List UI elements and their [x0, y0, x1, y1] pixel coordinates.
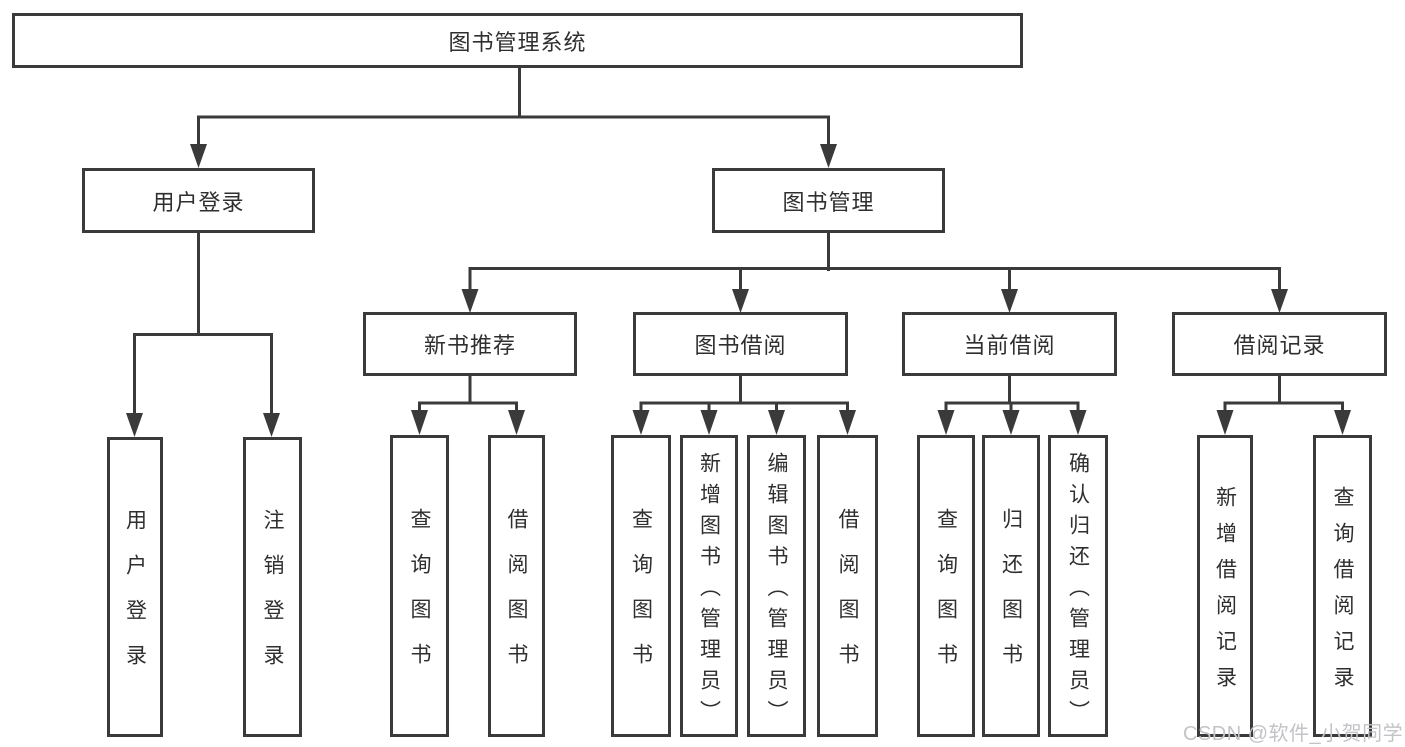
node-book-management: 图书管理 [712, 168, 945, 233]
arrow-down-icon [1002, 410, 1020, 435]
node-borrowing-records-label: 借阅记录 [1233, 333, 1326, 358]
leaf-user-login: 用户登录 [107, 437, 163, 737]
node-book-borrowing-label: 图书借阅 [694, 333, 787, 358]
arrow-down-icon [1069, 410, 1087, 435]
leaf-return-books-label: 归还图书 [999, 508, 1023, 688]
leaf-edit-books-admin: 编辑图书（管理员） [747, 435, 806, 737]
node-new-book-recommend: 新书推荐 [363, 312, 577, 376]
node-book-management-label: 图书管理 [782, 189, 875, 215]
leaf-confirm-return-admin-label: 确认归还（管理员） [1066, 451, 1090, 731]
leaf-query-books-1-label: 查询图书 [408, 508, 431, 688]
arrow-down-icon [820, 144, 837, 168]
node-current-borrowing-label: 当前借阅 [963, 333, 1056, 358]
arrow-down-icon [1334, 410, 1351, 435]
node-user-login-label: 用户登录 [152, 189, 245, 215]
leaf-query-books-3-label: 查询图书 [934, 508, 958, 688]
leaf-query-books-1: 查询图书 [390, 435, 449, 737]
node-user-login: 用户登录 [82, 168, 315, 233]
leaf-return-books: 归还图书 [982, 435, 1040, 737]
node-book-borrowing: 图书借阅 [633, 312, 848, 376]
arrow-down-icon [461, 289, 479, 313]
node-new-book-recommend-label: 新书推荐 [423, 333, 516, 358]
arrow-down-icon [263, 413, 280, 437]
arrow-down-icon [411, 410, 428, 435]
leaf-borrow-books-2-label: 借阅图书 [836, 508, 859, 688]
arrow-down-icon [1001, 289, 1018, 313]
leaf-confirm-return-admin: 确认归还（管理员） [1048, 435, 1108, 737]
leaf-query-borrow-record-label: 查询借阅记录 [1331, 486, 1354, 702]
leaf-query-books-2-label: 查询图书 [629, 508, 653, 688]
node-current-borrowing: 当前借阅 [902, 312, 1117, 376]
leaf-add-books-admin-label: 新增图书（管理员） [697, 451, 721, 731]
arrow-down-icon [126, 413, 143, 437]
arrow-down-icon [937, 410, 955, 435]
arrow-down-icon [839, 410, 856, 435]
leaf-query-books-3: 查询图书 [917, 435, 975, 737]
arrow-down-icon [732, 289, 749, 313]
leaf-query-books-2: 查询图书 [611, 435, 671, 737]
node-borrowing-records: 借阅记录 [1172, 312, 1387, 376]
leaf-logout: 注销登录 [243, 437, 302, 737]
csdn-watermark: CSDN @软件_小贺同学 [1183, 723, 1404, 745]
leaf-query-borrow-record: 查询借阅记录 [1313, 435, 1372, 737]
leaf-borrow-books-1: 借阅图书 [488, 435, 545, 737]
leaf-add-books-admin: 新增图书（管理员） [680, 435, 738, 737]
arrowheads [126, 144, 1351, 437]
arrow-down-icon [632, 410, 650, 435]
leaf-add-borrow-record: 新增借阅记录 [1197, 435, 1253, 737]
arrow-down-icon [1216, 410, 1234, 435]
leaf-edit-books-admin-label: 编辑图书（管理员） [765, 451, 788, 731]
node-root: 图书管理系统 [12, 13, 1023, 68]
arrow-down-icon [190, 144, 207, 168]
arrow-down-icon [768, 410, 785, 435]
arrow-down-icon [1271, 289, 1288, 313]
node-root-label: 图书管理系统 [448, 29, 587, 55]
leaf-user-login-label: 用户登录 [123, 509, 147, 689]
leaf-add-borrow-record-label: 新增借阅记录 [1213, 486, 1237, 702]
leaf-logout-label: 注销登录 [261, 509, 284, 689]
leaf-borrow-books-2: 借阅图书 [817, 435, 878, 737]
leaf-borrow-books-1-label: 借阅图书 [505, 508, 528, 688]
connector-paths [133, 68, 1344, 414]
arrow-down-icon [700, 410, 718, 435]
arrow-down-icon [508, 410, 525, 435]
